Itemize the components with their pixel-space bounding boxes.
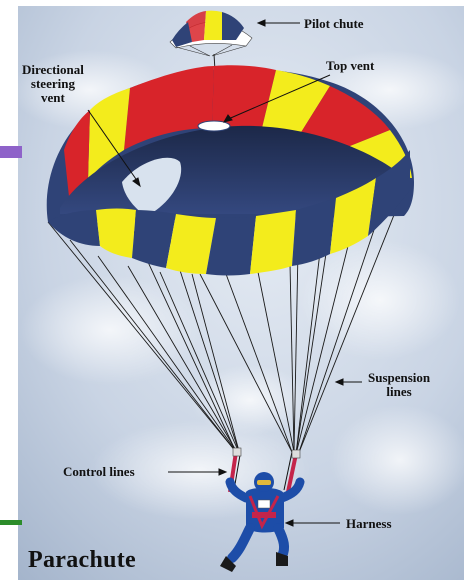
figure-title: Parachute (28, 547, 137, 573)
suspension-lines-label: Suspension lines (368, 371, 430, 399)
control-lines-label: Control lines (63, 464, 135, 479)
directional-vent-label-line: Directional (22, 62, 84, 77)
pilot-chute (169, 10, 253, 57)
slide-accent-purple (0, 146, 22, 158)
pilot-chute-label: Pilot chute (304, 16, 364, 31)
harness-label: Harness (346, 516, 392, 531)
slide-accent-green (0, 520, 22, 525)
directional-vent-label-line: steering (30, 76, 75, 91)
leader-lines (87, 19, 362, 527)
skydiver (220, 472, 305, 572)
directional-vent-label-line: vent (41, 90, 65, 105)
suspension-lines-label-line: Suspension (368, 370, 431, 385)
top-vent-label: Top vent (326, 58, 375, 73)
suspension-lines-label-line: lines (386, 384, 412, 399)
suspension-lines (47, 149, 405, 456)
directional-steering-vent-label: Directional steering vent (22, 63, 84, 105)
